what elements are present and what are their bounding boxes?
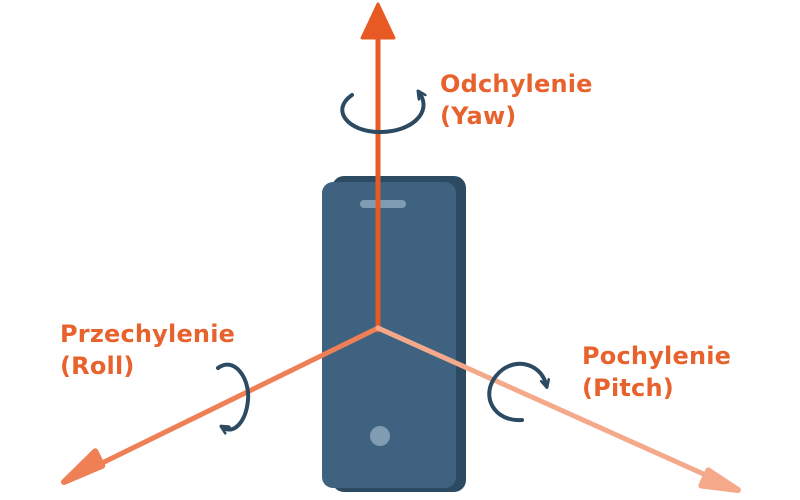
pitch-rotation-arrow-icon bbox=[487, 361, 546, 423]
roll-label: Przechylenie (Roll) bbox=[60, 318, 235, 382]
yaw-axis-arrowhead bbox=[360, 2, 396, 40]
phone-home-button bbox=[370, 426, 390, 446]
pitch-label-english: (Pitch) bbox=[582, 374, 674, 402]
roll-label-name: Przechylenie bbox=[60, 320, 236, 348]
pitch-label: Pochylenie (Pitch) bbox=[582, 340, 731, 404]
yaw-rotation-arrow-icon bbox=[340, 94, 423, 135]
yaw-label-english: (Yaw) bbox=[440, 102, 517, 130]
roll-label-english: (Roll) bbox=[60, 352, 135, 380]
yaw-label-name: Odchylenie bbox=[440, 70, 593, 98]
yaw-label: Odchylenie (Yaw) bbox=[440, 68, 593, 132]
pitch-axis-arrowhead bbox=[698, 467, 741, 493]
pitch-axis bbox=[375, 325, 741, 493]
roll-rotation-arrow-icon bbox=[216, 362, 251, 430]
yaw-axis bbox=[360, 2, 396, 333]
roll-axis bbox=[61, 325, 381, 485]
pitch-label-name: Pochylenie bbox=[582, 342, 732, 370]
roll-axis-arrowhead bbox=[61, 448, 106, 485]
phone-speaker bbox=[360, 200, 406, 208]
